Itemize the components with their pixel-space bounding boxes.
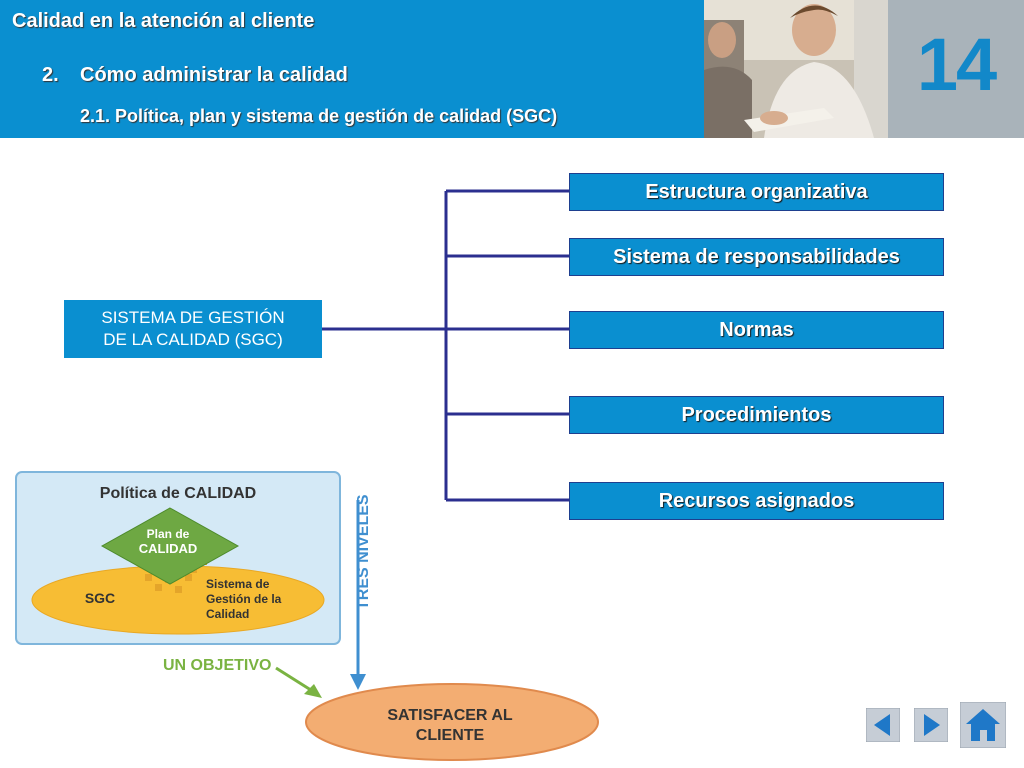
home-button[interactable] [960, 702, 1006, 748]
chapter-number: 14 [916, 23, 997, 106]
slide-title: Calidad en la atención al cliente [12, 10, 315, 32]
quality-illustration: Política de CALIDAD Plan de CALIDAD SGC … [15, 471, 599, 761]
section-heading: 2. Cómo administrar la calidad [42, 64, 348, 87]
arrow-right-icon [924, 714, 940, 736]
goal-ellipse [305, 683, 599, 761]
goal-label-line1: SATISFACER AL [387, 707, 513, 724]
objective-arrow-head [304, 684, 322, 698]
sgc-desc-line3: Calidad [206, 607, 249, 621]
sgc-label: SGC [85, 590, 115, 606]
chapter-panel: 14 [888, 0, 1024, 138]
item-normas: Normas [569, 311, 944, 349]
header-photo [704, 0, 888, 138]
item-recursos-asignados: Recursos asignados [569, 482, 944, 520]
item-sistema-responsabilidades: Sistema de responsabilidades [569, 238, 944, 276]
slide-header: Calidad en la atención al cliente 2. Cómo… [0, 0, 704, 138]
sgc-root-line1: SISTEMA DE GESTIÓN [101, 308, 285, 327]
plan-diamond [100, 507, 240, 585]
item-estructura-organizativa: Estructura organizativa [569, 173, 944, 211]
plan-label-line2: CALIDAD [139, 541, 198, 556]
plan-label-line1: Plan de [147, 527, 190, 541]
subsection-heading: 2.1. Política, plan y sistema de gestión… [80, 106, 558, 126]
arrow-left-icon [874, 714, 890, 736]
previous-slide-button[interactable] [866, 708, 900, 742]
sgc-root-box: SISTEMA DE GESTIÓN DE LA CALIDAD (SGC) [64, 300, 322, 358]
home-icon [966, 709, 1000, 741]
objective-label: UN OBJETIVO [163, 657, 271, 674]
sgc-desc-line2: Gestión de la [206, 592, 282, 606]
next-slide-button[interactable] [914, 708, 948, 742]
objective-arrow-line [275, 666, 315, 694]
section-title: Cómo administrar la calidad [80, 64, 348, 86]
sgc-desc-line1: Sistema de [206, 577, 270, 591]
policy-label: Política de CALIDAD [100, 485, 256, 502]
item-procedimientos: Procedimientos [569, 396, 944, 434]
goal-label-line2: CLIENTE [416, 727, 485, 744]
section-number: 2. [42, 64, 59, 86]
sgc-root-line2: DE LA CALIDAD (SGC) [103, 330, 283, 349]
levels-arrow-head [350, 674, 366, 690]
